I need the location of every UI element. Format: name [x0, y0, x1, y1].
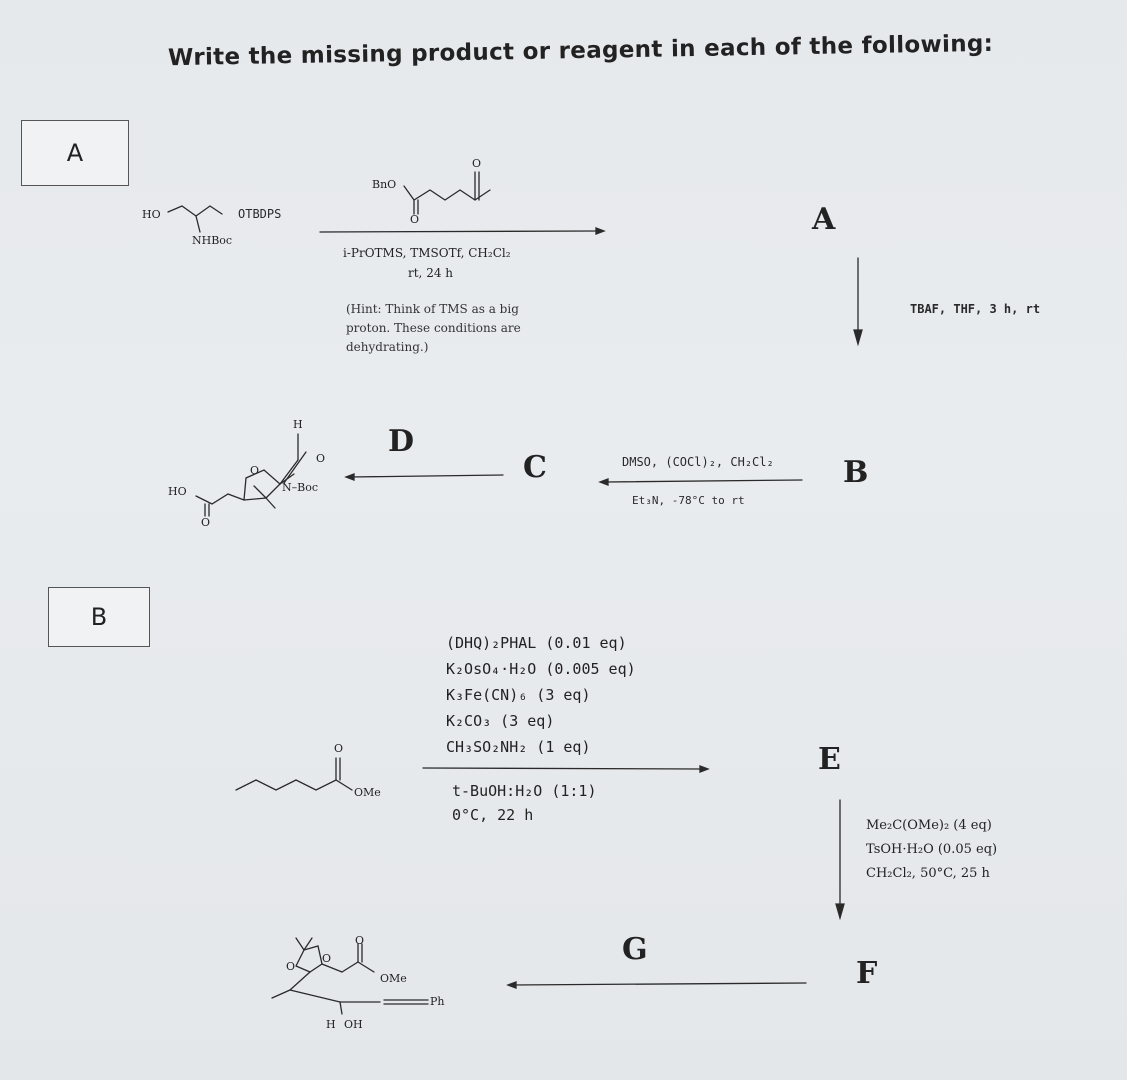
label-b: B	[843, 455, 869, 490]
b-solvent-line1: t-BuOH:H₂O (1:1)	[452, 782, 597, 800]
b-condition-2: K₂OsO₄·H₂O (0.005 eq)	[446, 660, 636, 678]
a-product-o-ring: O	[250, 464, 260, 477]
label-d: D	[388, 424, 415, 459]
a-reagent-o-bottom: O	[410, 213, 420, 226]
section-b-label: B	[90, 603, 108, 631]
b-acetonide-line2: TsOH·H₂O (0.05 eq)	[866, 842, 998, 857]
a-conditions-line1: i-PrOTMS, TMSOTf, CH₂Cl₂	[343, 246, 511, 260]
arrow-to-a	[319, 227, 606, 235]
arrow-b-to-c	[598, 478, 803, 486]
part-a-starting-material-bonds	[167, 205, 223, 233]
a-reagent-o-top: O	[472, 157, 482, 170]
part-b-starting-material-bonds	[235, 757, 353, 791]
b-condition-3: K₃Fe(CN)₆ (3 eq)	[446, 686, 591, 704]
a-product-o-bottom: O	[201, 516, 211, 529]
a-hint-line2: proton. These conditions are	[346, 321, 521, 335]
b-condition-4: K₂CO₃ (3 eq)	[446, 712, 555, 730]
label-a: A	[812, 202, 836, 237]
a-start-ho: HO	[142, 208, 161, 221]
a-product-n-boc: N–Boc	[282, 481, 318, 494]
a-product-ho: HO	[168, 485, 187, 498]
a-tbaf-conditions: TBAF, THF, 3 h, rt	[910, 302, 1041, 316]
arrow-f-to-product	[506, 981, 807, 989]
b-product-ph: Ph	[430, 995, 445, 1008]
a-swern-line2: Et₃N, -78°C to rt	[632, 494, 745, 507]
a-hint-line1: (Hint: Think of TMS as a big	[346, 302, 519, 316]
label-e: E	[818, 742, 841, 777]
a-hint-line3: dehydrating.)	[346, 340, 429, 354]
a-reagent-bno: BnO	[372, 178, 397, 191]
b-product-ome: OMe	[380, 972, 407, 985]
label-f: F	[856, 956, 878, 991]
label-c: C	[523, 450, 547, 485]
b-product-o1: O	[286, 960, 296, 973]
b-solvent-line2: 0°C, 22 h	[452, 806, 534, 824]
part-b-product-bonds	[271, 937, 429, 1015]
a-swern-line1: DMSO, (COCl)₂, CH₂Cl₂	[622, 455, 774, 469]
b-product-oh: OH	[344, 1018, 363, 1031]
arrow-a-to-b	[853, 257, 863, 347]
a-start-otbdps: OTBDPS	[238, 207, 282, 221]
b-conditions-list: (DHQ)₂PHAL (0.01 eq) K₂OsO₄·H₂O (0.005 e…	[446, 630, 636, 760]
a-conditions-line2: rt, 24 h	[408, 266, 453, 280]
b-acetonide-line1: Me₂C(OMe)₂ (4 eq)	[866, 818, 992, 833]
section-b-box: B	[48, 587, 150, 647]
arrow-to-e	[422, 765, 710, 773]
b-product-o3: O	[355, 934, 365, 947]
part-a-reagent-bonds	[403, 171, 491, 215]
section-a-box: A	[21, 120, 129, 186]
a-product-o-ald: O	[316, 452, 326, 465]
b-start-o: O	[334, 742, 344, 755]
b-start-ome: OMe	[354, 786, 381, 799]
a-start-nhboc: NHBoc	[192, 234, 233, 247]
arrow-c-to-product	[344, 473, 504, 481]
b-product-h: H	[326, 1018, 336, 1031]
b-condition-5: CH₃SO₂NH₂ (1 eq)	[446, 738, 591, 756]
b-product-o2: O	[322, 952, 332, 965]
arrow-e-to-f	[835, 799, 845, 921]
a-product-h: H	[293, 418, 303, 431]
section-a-label: A	[66, 139, 84, 167]
label-g: G	[622, 932, 648, 967]
b-acetonide-line3: CH₂Cl₂, 50°C, 25 h	[866, 866, 990, 881]
part-a-product-bonds	[195, 433, 307, 517]
b-condition-1: (DHQ)₂PHAL (0.01 eq)	[446, 634, 627, 652]
